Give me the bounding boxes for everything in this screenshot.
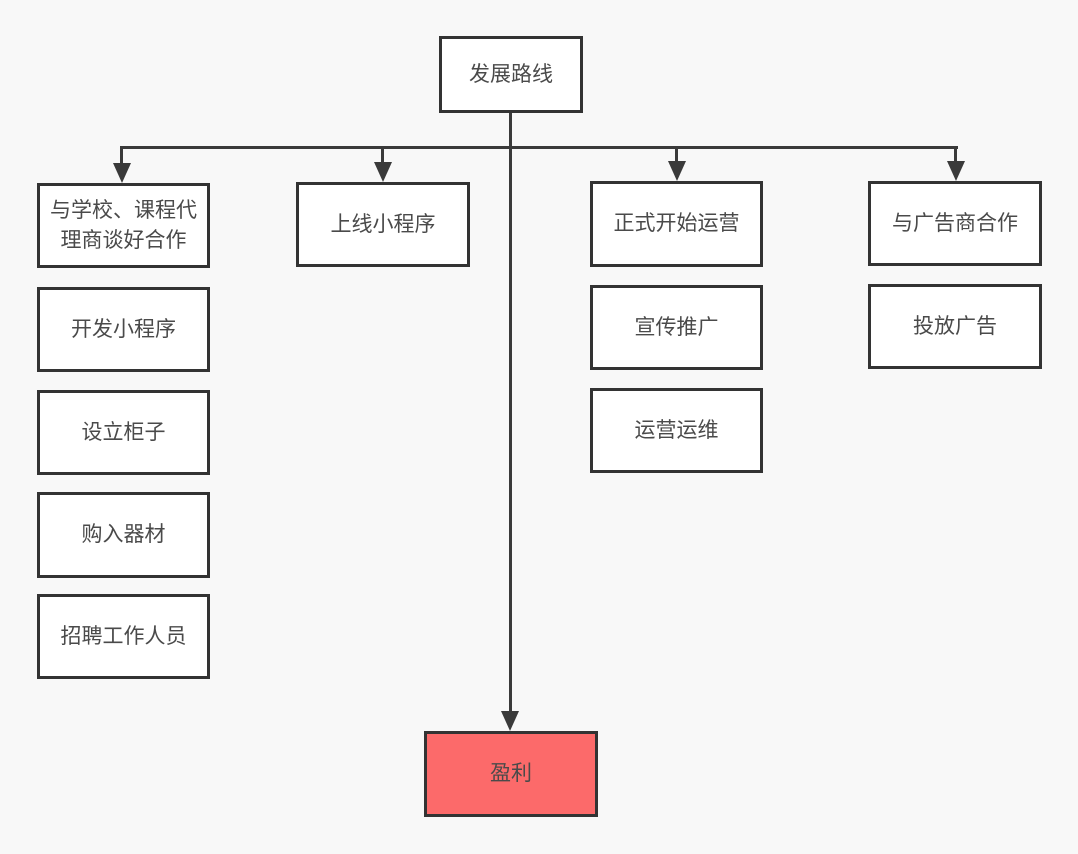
node-buy-equipment[interactable]: 购入器材 [37,492,210,578]
arrowhead-operation [668,161,686,181]
node-start-operation[interactable]: 正式开始运营 [590,181,763,267]
connector-root-to-goal [509,113,512,713]
node-hire-staff[interactable]: 招聘工作人员 [37,594,210,679]
connector-stub-preparation [120,146,123,168]
node-goal-profit[interactable]: 盈利 [424,731,598,817]
arrowhead-goal [501,711,519,731]
connector-stub-operation [675,146,678,167]
node-place-ads[interactable]: 投放广告 [868,284,1042,369]
connector-branch-bus [120,146,958,149]
node-develop-miniprogram[interactable]: 开发小程序 [37,287,210,372]
arrowhead-advertising [947,161,965,181]
node-launch-miniprogram[interactable]: 上线小程序 [296,182,470,267]
arrowhead-launch [374,162,392,182]
arrowhead-preparation [113,163,131,183]
node-setup-lockers[interactable]: 设立柜子 [37,390,210,475]
node-partner-deal[interactable]: 与学校、课程代理商谈好合作 [37,183,210,268]
node-promotion[interactable]: 宣传推广 [590,285,763,370]
node-advertiser-partnership[interactable]: 与广告商合作 [868,181,1042,266]
connector-stub-advertising [954,146,957,167]
node-ops-maintenance[interactable]: 运营运维 [590,388,763,473]
node-root[interactable]: 发展路线 [439,36,583,113]
connector-stub-launch [381,146,384,167]
